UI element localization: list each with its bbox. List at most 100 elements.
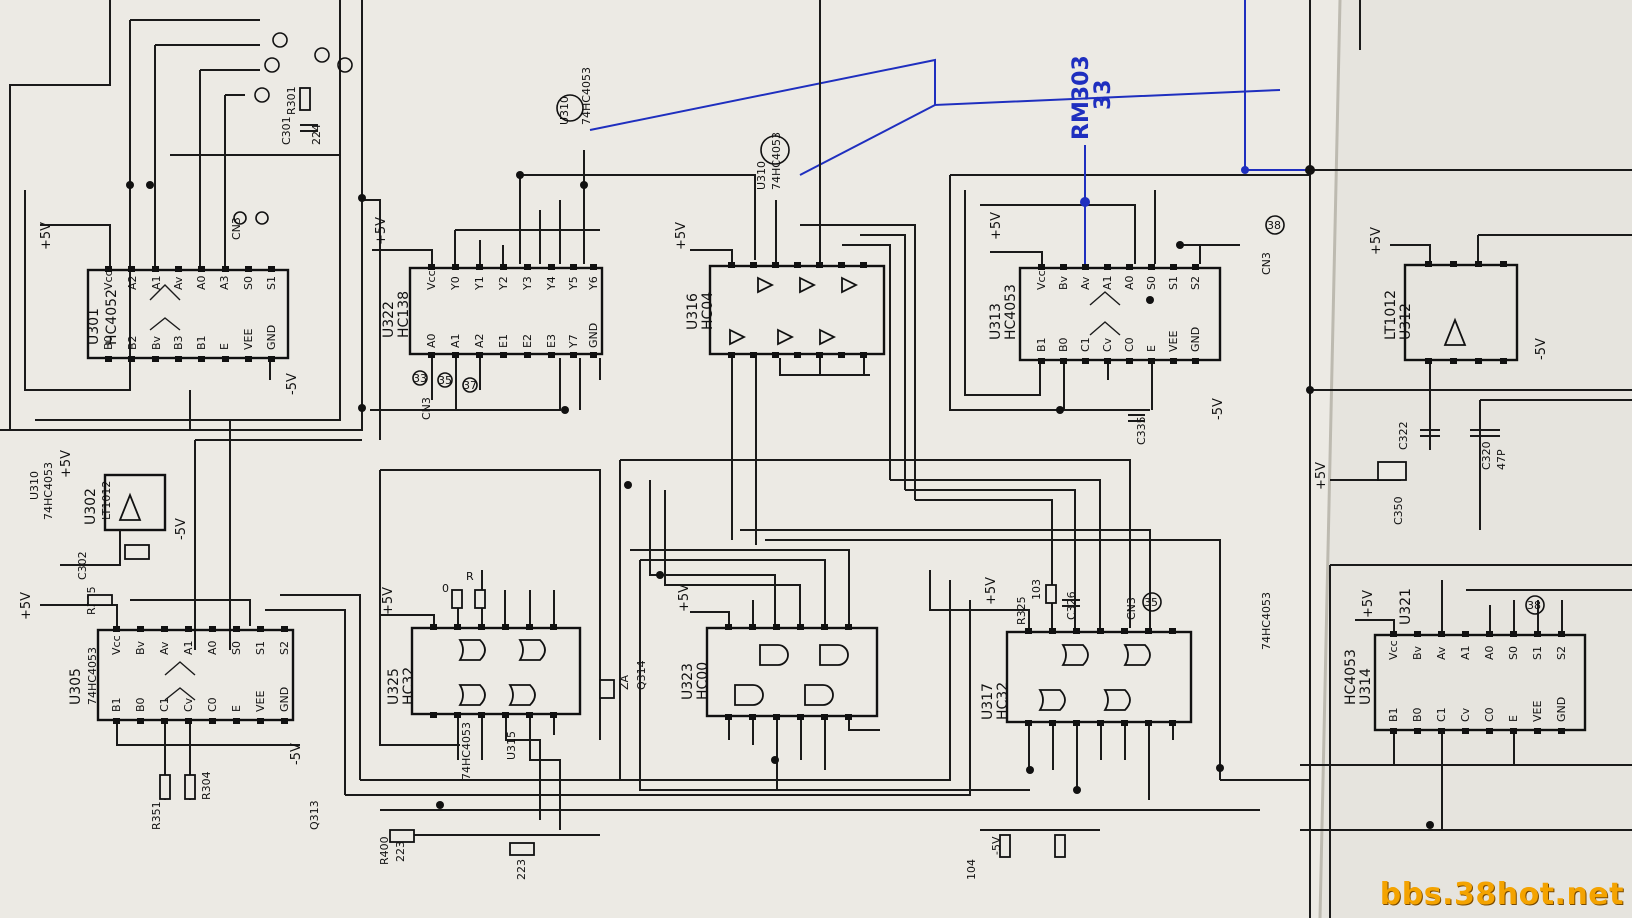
chip-u325: U325 HC32 +5V 0 R 74HC4053 U315	[379, 469, 601, 830]
u305-pin-e: E	[230, 705, 243, 712]
u312-vcc-label: +5V	[1369, 227, 1384, 255]
u322-part: HC138	[396, 291, 412, 338]
u314-note-part: 74HC4053	[1260, 592, 1273, 650]
u312-ref: U312	[1398, 303, 1414, 340]
c322-label: C322	[1397, 421, 1410, 450]
r301-c301: R301 C301 224	[254, 32, 353, 145]
u305-part: 74HC4053	[86, 647, 99, 705]
u305-pin-gnd: GND	[278, 687, 291, 712]
u305-pin-b1: B1	[110, 697, 123, 712]
u322-pin-y1: Y1	[473, 276, 486, 291]
u305-pin-s1: S1	[254, 641, 267, 655]
chip-u313: U313 HC4053 Vcc Bv Av A1 A0 S0 S1 S2 B1 …	[949, 174, 1310, 445]
cap-104-label: 104	[965, 859, 978, 880]
junction-dots	[126, 171, 1434, 829]
u316-vcc-label: +5V	[674, 222, 689, 250]
u314-ref: U314	[1358, 668, 1374, 705]
u325-or-2: R	[466, 570, 474, 583]
u305-pin-cv: Cv	[182, 697, 195, 712]
chip-u302: U302 LT1012 +5V -5V U310 74HC4053 C302	[28, 450, 189, 580]
u313-vee-label: -5V	[1211, 398, 1226, 420]
c301-value: 224	[310, 124, 323, 145]
u301-pin-b2: B2	[126, 335, 139, 350]
u313-pin-a1: A1	[1101, 275, 1114, 290]
u322-pin-y7: Y7	[567, 334, 580, 349]
u314-pin-c0: C0	[1483, 707, 1496, 722]
u301-pin-b1: B1	[195, 335, 208, 350]
u322-pin-e1: E1	[497, 334, 510, 348]
u301-pin-vcc: Vcc	[102, 270, 115, 290]
u314-pin-gnd: GND	[1555, 697, 1568, 722]
u314-pin-a1: A1	[1459, 645, 1472, 660]
u301-ref: U301	[86, 308, 102, 345]
u305-pin-s2: S2	[278, 641, 291, 655]
u314-pin-e: E	[1507, 715, 1520, 722]
u322-pin-y2: Y2	[497, 276, 510, 291]
u313-pin-vcc: Vcc	[1035, 270, 1048, 290]
u314-pin-av: Av	[1435, 646, 1448, 660]
r401-value: 223	[515, 859, 528, 880]
u314-pin-c1: C1	[1435, 707, 1448, 722]
u305-pin-bv: Bv	[134, 640, 147, 655]
c335-label: C335	[1135, 416, 1148, 445]
u323-ref: U323	[680, 663, 696, 700]
u310-label-3: U310	[28, 471, 41, 500]
u302-vcc-label: +5V	[59, 450, 74, 478]
u313-part: HC4053	[1003, 284, 1019, 340]
c320-label: C320	[1480, 441, 1493, 470]
cn3-label-u301: CN3	[230, 217, 243, 240]
u323-part: HC00	[695, 662, 711, 700]
u322-pin-y5: Y5	[567, 276, 580, 291]
watermark: bbs.38hot.net	[1379, 877, 1624, 912]
wiring-bottom: R400 223 223 Q313 104 -5V	[308, 460, 1310, 880]
paper-sheet-right	[1320, 0, 1632, 918]
u305-pin-c1: C1	[158, 697, 171, 712]
u305-pin-s0: S0	[230, 641, 243, 655]
u322-pin-a1: A1	[449, 333, 462, 348]
chip-u305: U305 74HC4053 Vcc Bv Av A1 A0 S0 S1 S2 B…	[19, 586, 361, 830]
r304-label: R304	[200, 771, 213, 800]
u313-pin-s1: S1	[1167, 276, 1180, 290]
cn3-pin-37-u322: 37	[463, 379, 477, 392]
u313-pin-cv: Cv	[1101, 337, 1114, 352]
cn3-pin-38-u314: 38	[1527, 599, 1541, 612]
u322-pin-y4: Y4	[545, 276, 558, 291]
u310-label-2: U310	[755, 161, 768, 190]
u301-pin-b0: B0	[102, 335, 115, 350]
rm303-pin: 33	[1091, 79, 1116, 110]
u305-vcc-label: +5V	[19, 592, 34, 620]
u301-pin-bv: Bv	[150, 335, 163, 350]
u314-pin-b1: B1	[1387, 707, 1400, 722]
u301-pin-vee: VEE	[242, 329, 255, 350]
u321-ref: U321	[1398, 588, 1414, 625]
r400-label: R400	[378, 836, 391, 865]
u322-pin-y0: Y0	[449, 276, 462, 291]
u305-pin-vee: VEE	[254, 691, 267, 712]
u301-vcc-label: +5V	[39, 222, 54, 250]
u312-part: LT1012	[1383, 290, 1399, 340]
u313-pin-a0: A0	[1123, 275, 1136, 290]
u310-part-3: 74HC4053	[42, 462, 55, 520]
cn3-pin-35-u317: 35	[1144, 596, 1158, 609]
u302-vee-label: -5V	[174, 518, 189, 540]
u301-pin-e: E	[218, 343, 231, 350]
u313-pin-c1: C1	[1079, 337, 1092, 352]
u301-pin-gnd: GND	[265, 325, 278, 350]
u313-ref: U313	[988, 303, 1004, 340]
u322-pin-y3: Y3	[521, 276, 534, 291]
u313-pin-s0: S0	[1145, 276, 1158, 290]
u322-pin-a0: A0	[425, 333, 438, 348]
u313-pin-c0: C0	[1123, 337, 1136, 352]
u301-pin-s1: S1	[265, 276, 278, 290]
u322-pin-e2: E2	[521, 334, 534, 348]
u301-pin-a1: A1	[150, 275, 163, 290]
u322-pin-e3: E3	[545, 334, 558, 348]
u313-pin-av: Av	[1079, 276, 1092, 290]
u325-part: HC32	[401, 667, 417, 705]
u301-pin-a0: A0	[195, 275, 208, 290]
u313-pin-gnd: GND	[1189, 327, 1202, 352]
u316-part: HC04	[700, 292, 716, 330]
chip-u322: U322 HC138 Vcc Y0 Y1 Y2 Y3 Y4 Y5 Y6 A0 A…	[370, 150, 756, 420]
c350-block: +5V C350	[1314, 461, 1407, 525]
wiring-left	[0, 0, 381, 650]
